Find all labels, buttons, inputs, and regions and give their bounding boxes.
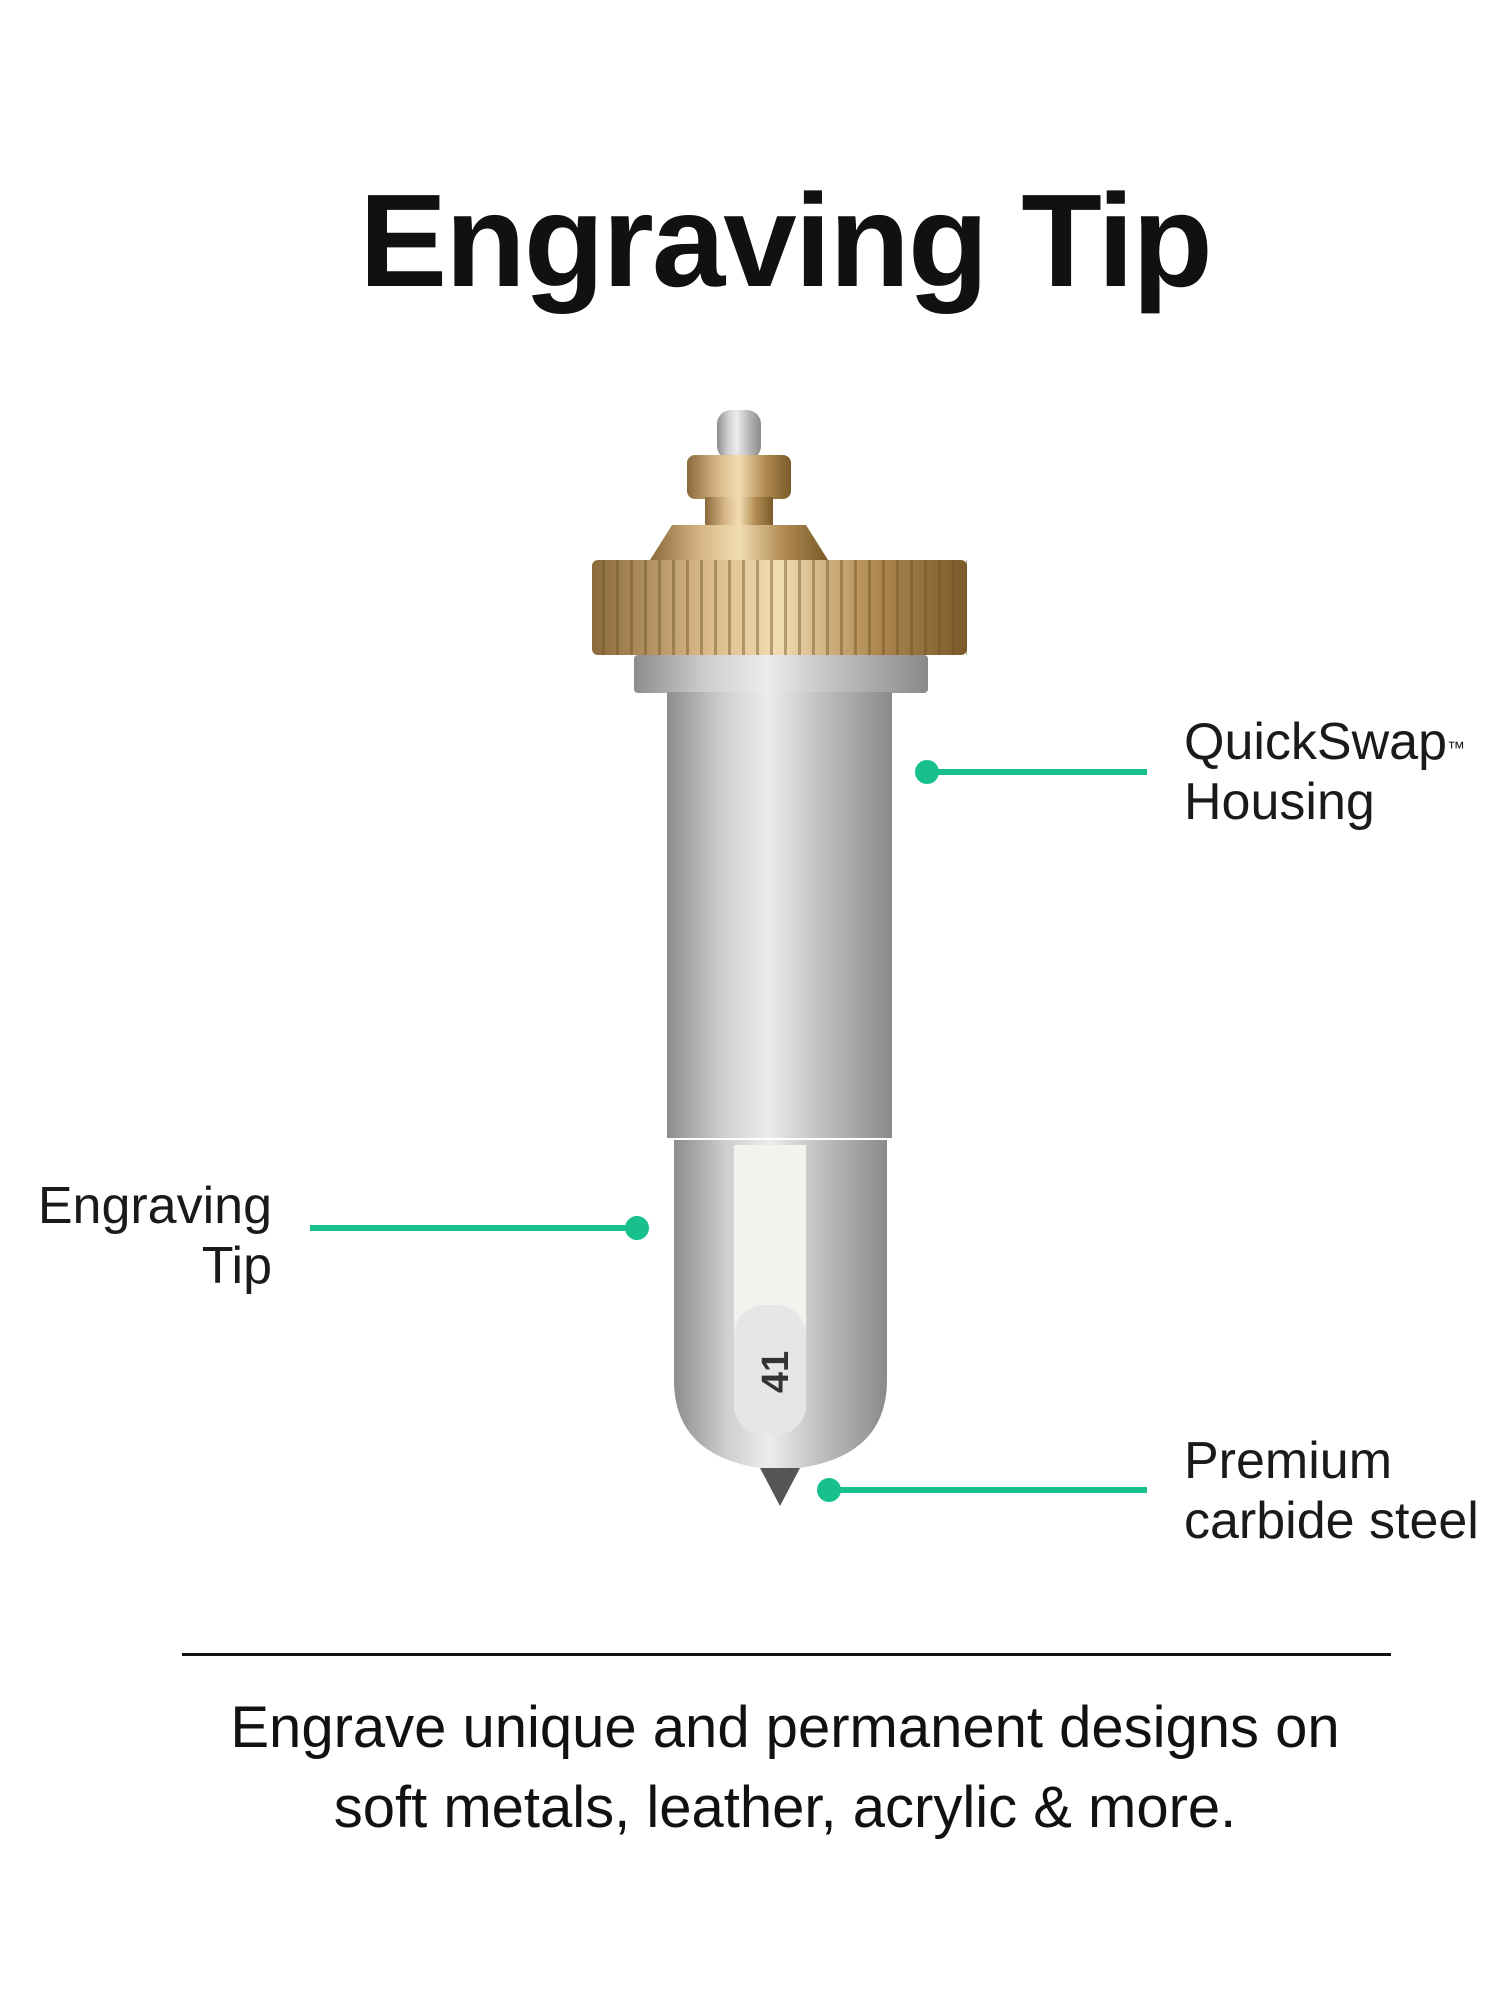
divider [182,1653,1391,1656]
callout-steel: Premium carbide steel [1184,1431,1479,1551]
callout-housing: QuickSwap™ Housing [1184,712,1465,832]
callout-steel-line1: Premium [1184,1432,1393,1490]
page-title: Engraving Tip [359,167,1213,314]
number-badge [734,1305,806,1435]
trademark: ™ [1447,738,1465,758]
carbide-point [760,1468,800,1506]
collar [634,655,928,693]
tip-callout-dot [625,1216,649,1240]
callout-housing-line1: QuickSwap [1184,713,1447,771]
brass-cap [687,455,791,499]
steel-callout-dot [817,1478,841,1502]
callout-tip: Engraving Tip [0,1176,272,1296]
caption-line1: Engrave unique and permanent designs on [230,1695,1340,1760]
caption-line2: soft metals, leather, acrylic & more. [333,1775,1237,1840]
callout-housing-line2: Housing [1184,773,1375,831]
callout-tip-line2: Tip [201,1237,272,1295]
callout-steel-line2: carbide steel [1184,1492,1479,1550]
pin [717,410,761,460]
housing-barrel [667,692,892,1138]
tool-number: 41 [755,1351,797,1393]
housing-callout-dot [915,760,939,784]
callout-tip-line1: Engraving [37,1177,272,1235]
caption: Engrave unique and permanent designs on … [0,1688,1500,1848]
